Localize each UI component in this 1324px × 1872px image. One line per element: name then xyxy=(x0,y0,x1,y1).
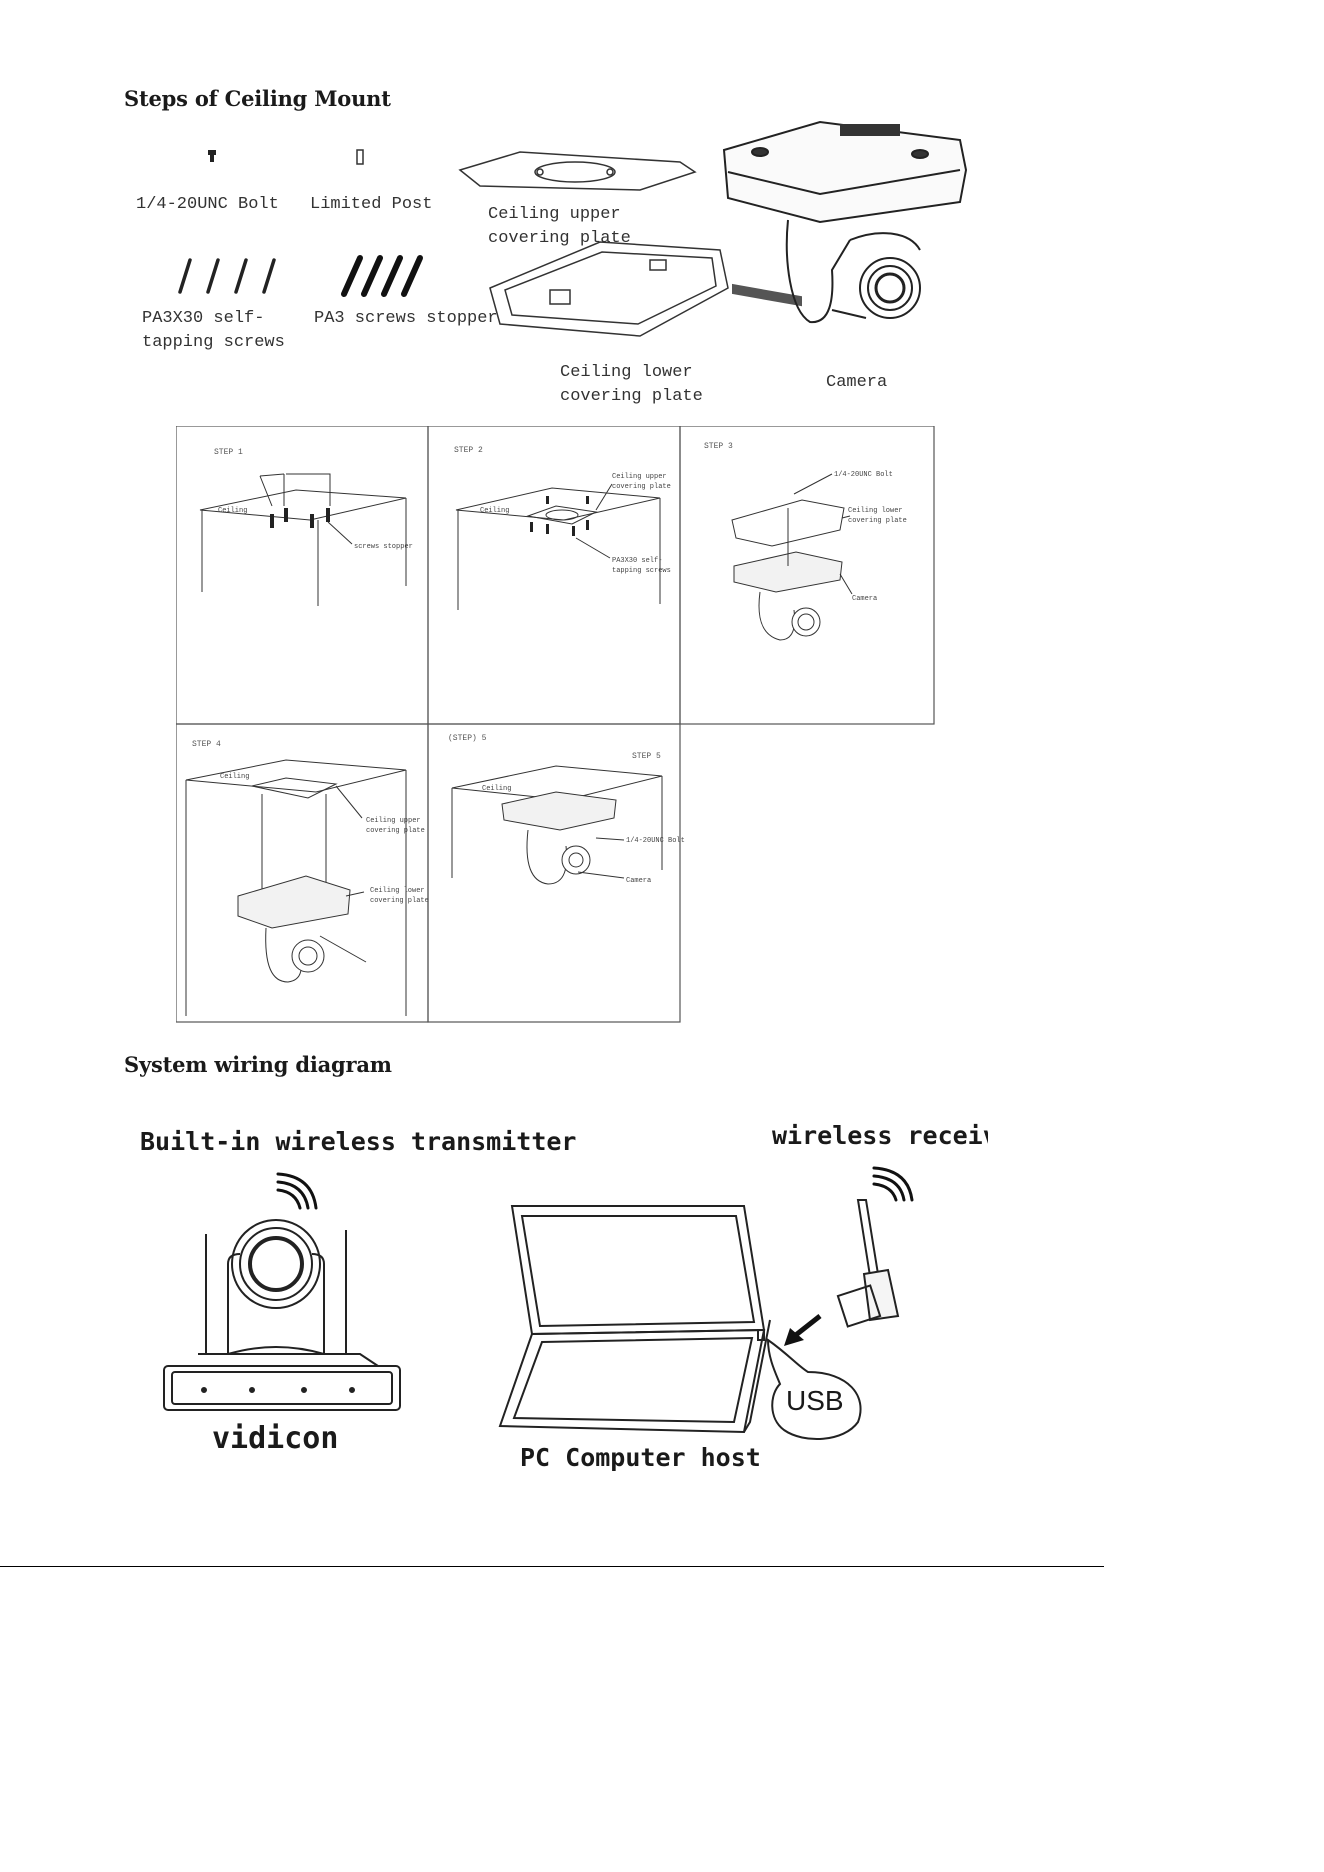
receiver-label: wireless receiver xyxy=(772,1121,988,1150)
step5-marker: (STEP) 5 xyxy=(448,734,487,743)
step5-label: STEP 5 xyxy=(632,752,661,761)
step3-lower-a: Ceiling lower xyxy=(848,507,903,515)
step2-ceiling: Ceiling xyxy=(480,507,509,515)
lower-plate-icon xyxy=(489,241,729,337)
limited-post-label: Limited Post xyxy=(310,195,432,214)
wireless-receiver-icon xyxy=(836,1199,900,1328)
step2-pa3x30-b: tapping screws xyxy=(612,567,671,575)
page-bottom-rule xyxy=(0,1566,1104,1567)
step4-label: STEP 4 xyxy=(192,740,221,749)
lower-plate-label-1: Ceiling lower xyxy=(560,363,693,382)
mount-steps-grid: STEP 1 Ceiling screws stopper STEP 2 xyxy=(176,426,936,1026)
upper-plate-label-1: Ceiling upper xyxy=(488,205,621,224)
step5-ceiling: Ceiling xyxy=(482,785,511,793)
step4-lower-a: Ceiling lower xyxy=(370,887,425,895)
step1-label: STEP 1 xyxy=(214,448,243,457)
step2-pa3x30-a: PA3X30 self- xyxy=(612,557,662,565)
upper-plate-icon xyxy=(458,151,697,191)
step4-ceiling: Ceiling xyxy=(220,773,249,781)
upper-plate-label-2: covering plate xyxy=(488,229,631,248)
transmitter-wifi-icon xyxy=(276,1172,318,1210)
step2-upper-a: Ceiling upper xyxy=(612,473,667,481)
screws-stopper-icon xyxy=(341,255,423,297)
step5-panel xyxy=(427,723,681,1023)
step1-ceiling: Ceiling xyxy=(218,507,247,515)
usb-callout xyxy=(766,1338,862,1440)
step2-label: STEP 2 xyxy=(454,446,483,455)
bolt-icon xyxy=(208,150,216,162)
pc-computer-icon xyxy=(498,1205,771,1434)
receiver-wifi-icon xyxy=(872,1166,914,1202)
parts-figure: 1/4-20UNC Bolt Limited Post PA3X30 self-… xyxy=(120,110,1000,410)
lower-plate-label-2: covering plate xyxy=(560,387,703,406)
step4-upper-b: covering plate xyxy=(366,827,425,835)
step2-panel xyxy=(427,426,681,725)
step3-lower-b: covering plate xyxy=(848,517,907,525)
bolt-label: 1/4-20UNC Bolt xyxy=(136,195,279,214)
stopper-label: PA3 screws stopper xyxy=(314,309,498,328)
ceiling-mount-title: Steps of Ceiling Mount xyxy=(124,86,391,111)
usb-label: USB xyxy=(786,1385,844,1416)
screws-icon xyxy=(178,258,276,294)
step5-camera: Camera xyxy=(626,877,651,885)
wiring-diagram-title: System wiring diagram xyxy=(124,1052,392,1077)
step1-screws-stopper: screws stopper xyxy=(354,543,413,551)
step3-label: STEP 3 xyxy=(704,442,733,451)
camera-icon xyxy=(722,120,968,324)
step5-bolt: 1/4-20UNC Bolt xyxy=(626,837,685,845)
screws-label-1: PA3X30 self- xyxy=(142,309,264,328)
step4-upper-a: Ceiling upper xyxy=(366,817,421,825)
usb-arrow-icon xyxy=(784,1314,822,1346)
step3-camera: Camera xyxy=(852,595,877,603)
step3-bolt: 1/4-20UNC Bolt xyxy=(834,471,893,479)
screws-label-2: tapping screws xyxy=(142,333,285,352)
step4-lower-b: covering plate xyxy=(370,897,429,905)
limited-post-icon xyxy=(356,149,364,165)
transmitter-label: Built-in wireless transmitter xyxy=(140,1127,577,1156)
wiring-figure: Built-in wireless transmitter wireless r… xyxy=(128,1104,988,1494)
vidicon-label: vidicon xyxy=(212,1421,338,1456)
vidicon-camera-icon xyxy=(163,1219,401,1411)
pc-host-label: PC Computer host xyxy=(520,1443,761,1472)
step3-panel xyxy=(679,426,935,725)
step1-panel xyxy=(176,426,429,725)
camera-label: Camera xyxy=(826,373,887,392)
step2-upper-b: covering plate xyxy=(612,483,671,491)
